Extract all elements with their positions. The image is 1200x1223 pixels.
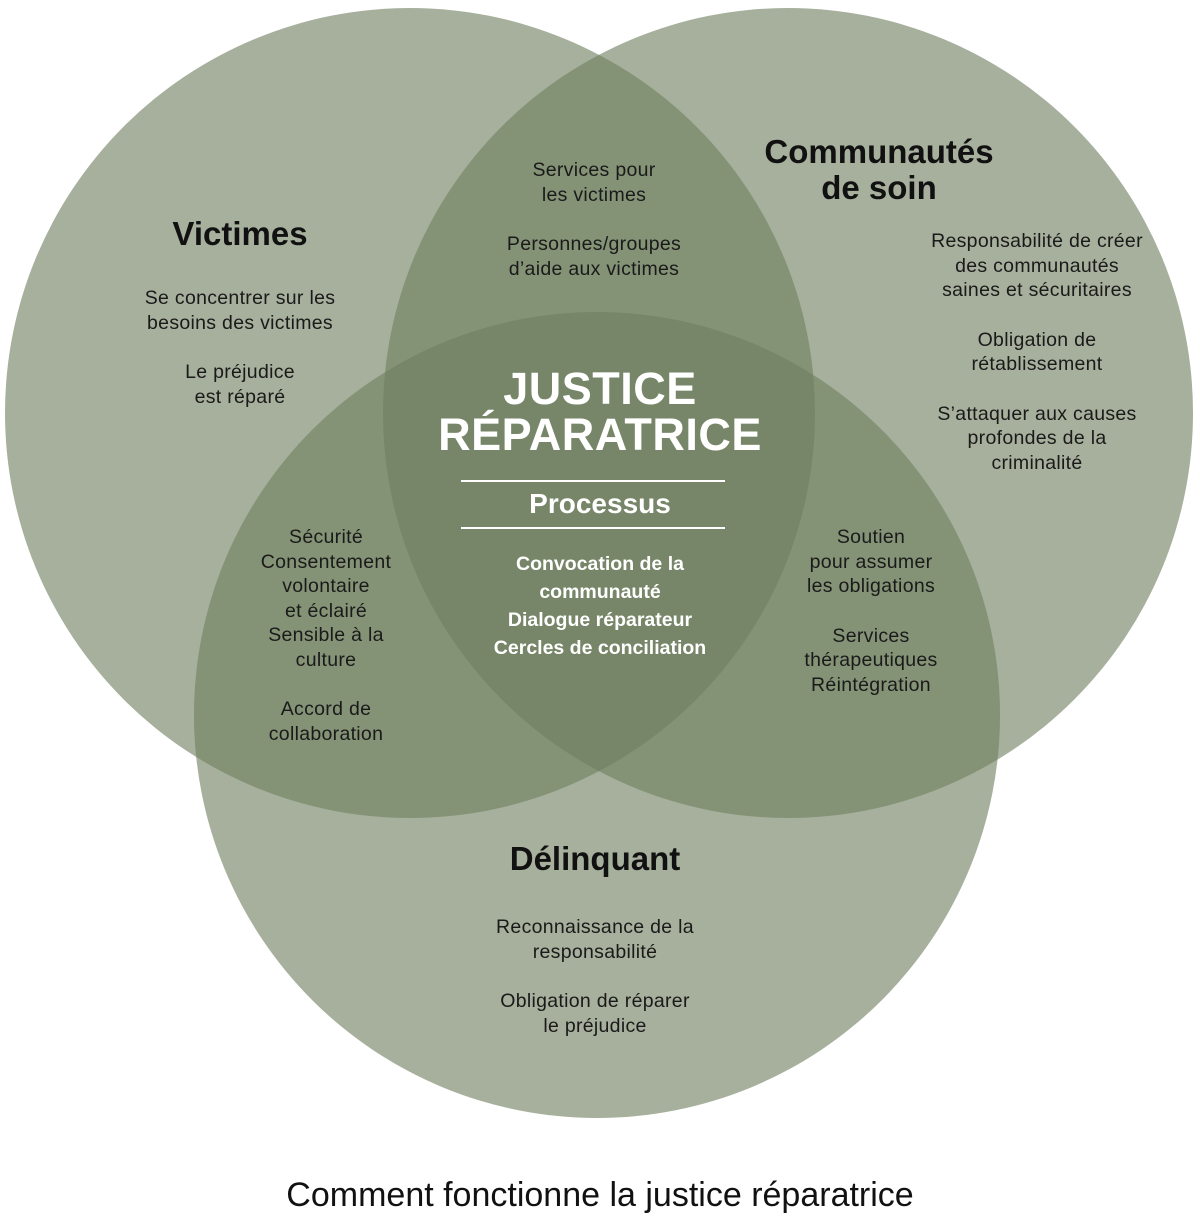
delinquant-item-recognition: Reconnaissance de la responsabilité — [496, 916, 694, 963]
overlap-top-groups: Personnes/groupes d’aide aux victimes — [506, 233, 682, 280]
circle-delinquant — [194, 312, 1000, 1118]
delinquant-section: Délinquant Reconnaissance de la responsa… — [445, 841, 745, 1038]
overlap-left-safety: Sécurité Consentement volontaire et écla… — [260, 526, 392, 671]
center-divider-top — [461, 480, 725, 482]
overlap-right-items: Soutien pour assumer les obligations Ser… — [756, 525, 986, 697]
victimes-heading: Victimes — [172, 215, 308, 252]
overlap-left-items: Sécurité Consentement volontaire et écla… — [206, 525, 446, 746]
center-divider-bottom — [461, 527, 725, 529]
victimes-item-repair: Le préjudice est réparé — [185, 361, 295, 408]
communautes-item-causes: S’attaquer aux causes profondes de la cr… — [937, 402, 1137, 474]
overlap-top-items: Services pour les victimes Personnes/gro… — [444, 158, 744, 281]
center-subtitle: Processus — [529, 488, 671, 519]
overlap-top-services: Services pour les victimes — [532, 159, 656, 206]
center-process-items: Convocation de la communauté Dialogue ré… — [493, 553, 707, 659]
communautes-heading: Communautés de soin — [764, 133, 994, 206]
delinquant-item-repair: Obligation de réparer le préjudice — [500, 990, 690, 1037]
center-title: JUSTICE RÉPARATRICE — [438, 363, 762, 460]
communautes-items: Responsabilité de créer des communautés … — [857, 229, 1200, 475]
victimes-section: Victimes Se concentrer sur les besoins d… — [90, 216, 390, 409]
diagram-caption: Comment fonctionne la justice réparatric… — [286, 1176, 914, 1214]
overlap-right-services: Services thérapeutiques Réintégration — [804, 624, 938, 696]
delinquant-heading: Délinquant — [509, 840, 681, 877]
overlap-left-agreement: Accord de collaboration — [268, 698, 384, 745]
overlap-right-support: Soutien pour assumer les obligations — [806, 526, 936, 597]
victimes-item-focus: Se concentrer sur les besoins des victim… — [144, 287, 336, 334]
communautes-item-obligation: Obligation de rétablissement — [971, 328, 1103, 376]
communautes-item-responsibility: Responsabilité de créer des communautés … — [931, 230, 1143, 301]
